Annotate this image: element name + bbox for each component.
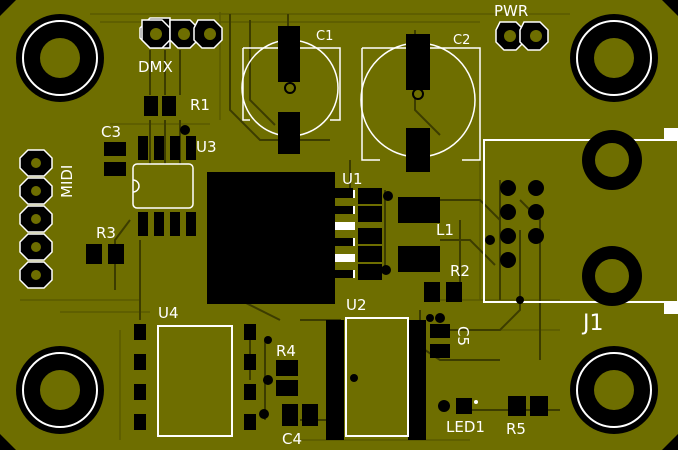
chip-u4 [134,324,256,437]
chip-u2 [326,317,426,440]
capacitor-c1 [241,26,341,154]
label-led1: LED1 [446,418,485,436]
pwr-header [495,21,549,51]
label-dmx: DMX [138,58,173,76]
label-pwr: PWR [494,2,528,20]
led-led1 [438,398,478,414]
resistor-r2 [424,282,462,302]
midi-header [19,149,53,289]
dmx-header [139,17,223,49]
resistor-r4 [263,360,298,396]
capacitor-c3 [104,142,126,176]
label-r5: R5 [506,420,526,438]
connector-j1 [483,128,678,314]
chip-u1 [207,172,393,304]
label-c2: C2 [453,33,470,48]
capacitor-c4 [259,404,318,426]
resistor-r3 [86,244,124,264]
mounting-hole-bottom-right [570,346,658,434]
label-u3: U3 [196,138,217,156]
label-c4: C4 [282,430,302,448]
label-u2: U2 [346,296,367,314]
vias [264,235,524,344]
label-r4: R4 [276,342,296,360]
label-c3: C3 [101,123,121,141]
label-midi: MIDI [58,165,76,198]
mounting-hole-bottom-left [16,346,104,434]
label-l1: L1 [436,221,454,239]
label-r1: R1 [190,96,210,114]
label-c5: C5 [454,326,472,346]
label-c1: C1 [316,29,333,44]
label-r2: R2 [450,262,470,280]
label-u4: U4 [158,304,179,322]
mounting-hole-top-right [570,14,658,102]
capacitor-c5 [430,313,450,358]
inductor-l1 [398,197,440,272]
label-j1: J1 [581,311,604,336]
label-r3: R3 [96,224,116,242]
chip-u3 [132,125,196,236]
capacitor-c2 [360,34,481,172]
resistor-r5 [508,396,548,416]
resistor-r1 [144,96,176,116]
mounting-hole-top-left [16,14,104,102]
label-u1: U1 [342,170,363,188]
